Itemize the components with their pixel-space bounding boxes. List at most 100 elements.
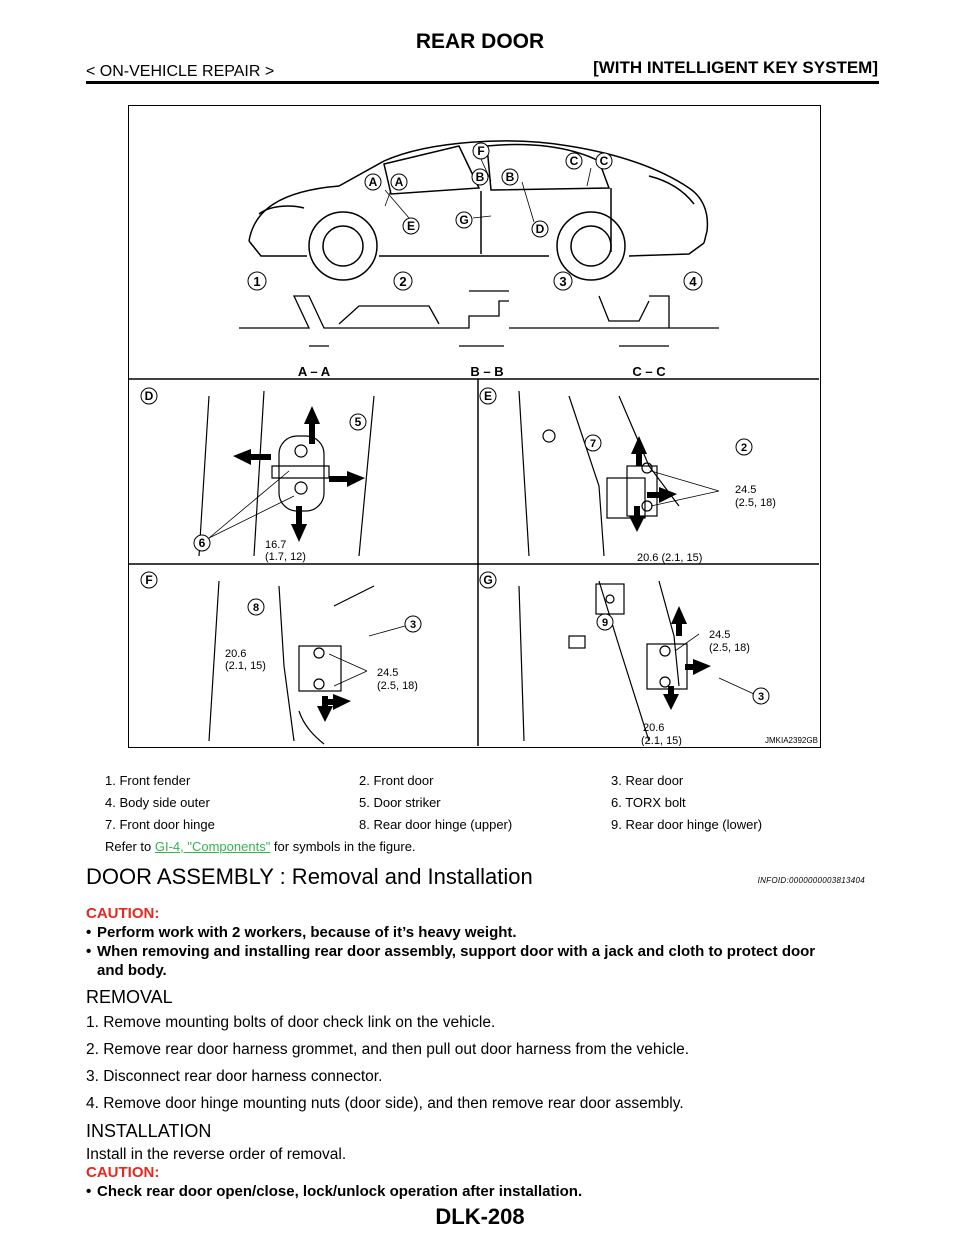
panel-g-arrows — [663, 606, 711, 710]
panel-g-labels: 9 3 24.5 (2.5, 18) 20.6 (2.1, 15) — [596, 613, 770, 747]
svg-text:F: F — [477, 144, 484, 158]
callout-7: 7 — [584, 434, 602, 452]
torque-e-upper-units: (2.5, 18) — [735, 497, 776, 509]
door-diagram-svg: A A B B C C D E F G — [129, 140, 819, 747]
legend-item: 1. Front fender — [105, 772, 191, 788]
caution-list-1: • Perform work with 2 workers, because o… — [0, 924, 960, 984]
svg-text:A: A — [395, 175, 404, 189]
callout-6: 6 — [193, 534, 211, 552]
legend-item: 4. Body side outer — [105, 794, 210, 810]
installation-text: Install in the reverse order of removal. — [86, 1146, 347, 1163]
svg-text:B: B — [506, 170, 515, 184]
figure-code: JMKIA2392GB — [765, 736, 818, 745]
section-title: DOOR ASSEMBLY : Removal and Installation — [86, 864, 533, 889]
caution-heading-1: CAUTION: — [86, 905, 160, 922]
legend-row: 4. Body side outer 5. Door striker 6. TO… — [105, 791, 885, 813]
car-label-a1: A — [364, 173, 382, 191]
torque-d-units: (1.7, 12) — [265, 551, 306, 563]
svg-text:D: D — [536, 222, 545, 236]
door-diagram-figure: A A B B C C D E F G — [128, 105, 821, 748]
section-cut-labels: A – A B – B C – C — [298, 364, 666, 379]
panel-d-striker — [198, 390, 375, 557]
svg-text:A: A — [369, 175, 378, 189]
bullet: • — [86, 924, 92, 941]
removal-step: 1. Remove mounting bolts of door check l… — [86, 1014, 496, 1031]
top-callouts: 1 2 3 4 — [247, 271, 703, 291]
caution-item: Perform work with 2 workers, because of … — [97, 924, 517, 941]
panel-e-hinge — [518, 390, 680, 557]
callout-2-e: 2 — [735, 438, 753, 456]
refer-suffix: for symbols in the figure. — [270, 838, 416, 854]
svg-text:E: E — [484, 389, 492, 403]
callout-9: 9 — [596, 613, 614, 631]
section-a-a: A – A — [298, 364, 331, 379]
figure-legend: 1. Front fender 2. Front door 3. Rear do… — [105, 769, 885, 857]
legend-item: 6. TORX bolt — [611, 794, 686, 810]
svg-text:2: 2 — [399, 274, 406, 289]
svg-text:G: G — [483, 573, 492, 587]
car-leader-lines — [384, 158, 592, 223]
torque-d-value: 16.7 — [265, 539, 286, 551]
torque-g-lower-units: (2.1, 15) — [641, 735, 682, 746]
car-outline — [248, 140, 709, 281]
legend-item: 7. Front door hinge — [105, 816, 215, 832]
bullet: • — [86, 943, 92, 960]
svg-text:B: B — [476, 170, 485, 184]
svg-text:8: 8 — [253, 602, 259, 614]
page-title: REAR DOOR — [415, 30, 545, 53]
section-c-c: C – C — [632, 364, 666, 379]
panel-g-hinge — [518, 580, 688, 742]
legend-item: 2. Front door — [359, 772, 434, 788]
caution-list-2: • Check rear door open/close, lock/unloc… — [0, 1183, 960, 1203]
legend-refer-note: Refer to GI-4, "Components" for symbols … — [105, 835, 885, 857]
legend-row: 7. Front door hinge 8. Rear door hinge (… — [105, 813, 885, 835]
car-label-g: G — [455, 211, 473, 229]
svg-text:1: 1 — [253, 274, 260, 289]
svg-text:D: D — [145, 389, 154, 403]
torque-e-upper-value: 24.5 — [735, 484, 756, 496]
components-link[interactable]: GI-4, "Components" — [154, 838, 271, 854]
installation-heading: INSTALLATION — [86, 1121, 212, 1141]
callout-3-g: 3 — [752, 687, 770, 705]
panel-e-arrows — [629, 436, 677, 532]
car-label-c2: C — [595, 152, 613, 170]
callout-4: 4 — [683, 271, 703, 291]
car-label-e: E — [402, 217, 420, 235]
caution-item-cont: and body. — [97, 962, 167, 979]
panel-d-labels: 5 6 16.7 (1.7, 12) — [193, 413, 367, 563]
car-label-a2: A — [390, 173, 408, 191]
panel-letter-f: F — [140, 571, 158, 589]
svg-text:3: 3 — [559, 274, 566, 289]
legend-item: 5. Door striker — [359, 794, 441, 810]
panel-f-arrows — [317, 694, 351, 722]
svg-text:C: C — [570, 154, 579, 168]
legend-item: 3. Rear door — [611, 772, 684, 788]
caution-item: Check rear door open/close, lock/unlock … — [97, 1183, 583, 1200]
panel-letter-g: G — [479, 571, 497, 589]
torque-g-upper-units: (2.5, 18) — [709, 642, 750, 654]
callout-3-f: 3 — [404, 615, 422, 633]
panel-f-hinge — [208, 580, 375, 745]
callout-3: 3 — [553, 271, 573, 291]
caution-item: When removing and installing rear door a… — [97, 943, 816, 960]
refer-prefix: Refer to — [105, 838, 155, 854]
removal-step: 4. Remove door hinge mounting nuts (door… — [86, 1095, 684, 1112]
panel-e-labels: 7 2 24.5 (2.5, 18) 20.6 (2.1, 15) — [584, 434, 776, 564]
car-label-b1: B — [471, 168, 489, 186]
svg-text:F: F — [145, 573, 152, 587]
svg-text:5: 5 — [355, 415, 362, 429]
car-label-c1: C — [565, 152, 583, 170]
torque-e-lower: 20.6 (2.1, 15) — [637, 552, 702, 564]
panel-f-labels: 8 3 20.6 (2.1, 15) 24.5 (2.5, 18) — [225, 598, 422, 692]
svg-text:4: 4 — [689, 274, 697, 289]
header-rule — [86, 81, 879, 84]
svg-text:2: 2 — [741, 442, 747, 454]
torque-g-lower-value: 20.6 — [643, 722, 664, 734]
torque-f-right-value: 24.5 — [377, 667, 398, 679]
bullet: • — [86, 1183, 92, 1200]
car-callouts: A A B B C C D E F G — [364, 142, 613, 238]
header-system: [WITH INTELLIGENT KEY SYSTEM] — [593, 58, 878, 77]
header-category: < ON-VEHICLE REPAIR > — [86, 63, 275, 80]
svg-text:3: 3 — [410, 619, 416, 631]
legend-item: 9. Rear door hinge (lower) — [611, 816, 763, 832]
